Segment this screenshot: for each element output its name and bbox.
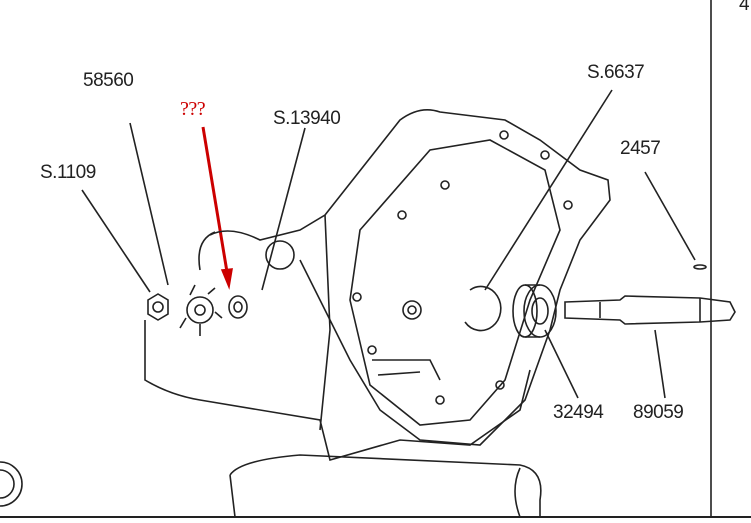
label-s13940: S.13940 bbox=[273, 108, 341, 129]
label-unknown-part: ??? bbox=[180, 98, 206, 120]
corner-circle bbox=[0, 461, 23, 507]
nut bbox=[147, 293, 169, 321]
shaft bbox=[564, 295, 736, 325]
label-89059: 89059 bbox=[633, 402, 684, 423]
bearing bbox=[512, 284, 557, 338]
label-32494: 32494 bbox=[553, 402, 604, 423]
leader-2457 bbox=[644, 171, 696, 261]
star-washer bbox=[179, 284, 223, 336]
label-58560: 58560 bbox=[83, 70, 134, 91]
leader-58560 bbox=[129, 122, 169, 286]
washer bbox=[228, 295, 248, 319]
page-number: 4 bbox=[739, 0, 750, 15]
leader-89059 bbox=[654, 329, 666, 399]
label-s6637: S.6637 bbox=[587, 62, 645, 83]
leader-s1109 bbox=[81, 189, 151, 293]
label-2457: 2457 bbox=[620, 138, 661, 159]
leader-s13940 bbox=[261, 127, 306, 291]
housing bbox=[144, 109, 611, 518]
key bbox=[693, 264, 707, 270]
leader-32494 bbox=[544, 329, 579, 399]
red-arrow bbox=[201, 126, 233, 290]
leader-s6637 bbox=[484, 89, 613, 291]
label-s1109: S.1109 bbox=[40, 162, 96, 183]
